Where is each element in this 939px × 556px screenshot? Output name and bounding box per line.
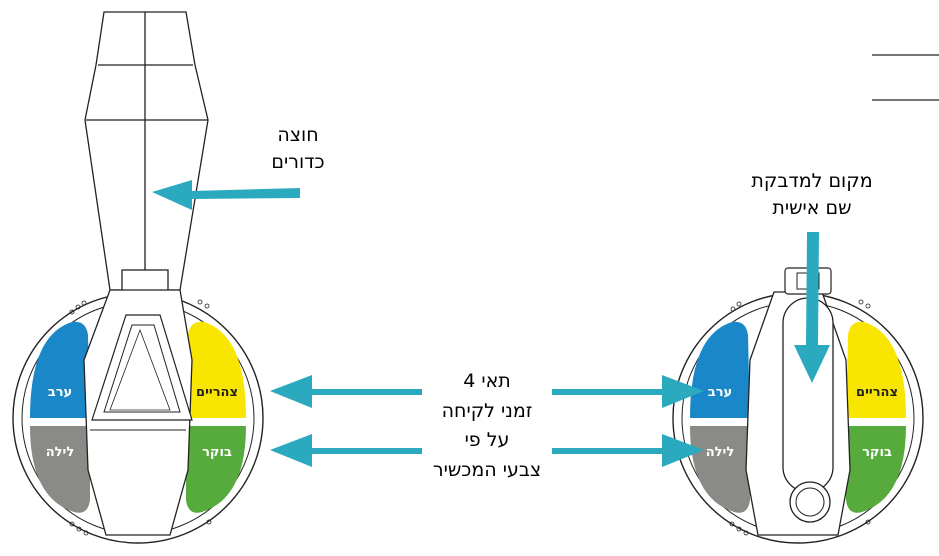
right-noon-label: צהריים xyxy=(856,385,898,400)
arrow-right-upper xyxy=(552,375,704,408)
right-night-compartment xyxy=(690,426,750,513)
right-morning-label: בוקר xyxy=(862,445,892,460)
right-morning-compartment xyxy=(846,426,906,513)
sticker-label-line-1: מקום למדבקת xyxy=(751,170,872,192)
arrow-to-splitter xyxy=(152,180,300,210)
compartments-label-line-1: 4 תאי xyxy=(463,370,511,392)
left-noon-label: צהריים xyxy=(196,385,238,400)
compartments-label-line-2: זמני לקיחה xyxy=(442,400,533,422)
right-noon-compartment xyxy=(846,321,906,418)
pill-splitter-attachment xyxy=(84,11,209,295)
left-morning-compartment xyxy=(186,426,246,513)
arrow-left-lower xyxy=(270,434,422,467)
splitter-label-line-2: כדורים xyxy=(271,151,324,173)
left-evening-compartment xyxy=(30,321,90,418)
splitter-callout: חוצה כדורים xyxy=(271,124,324,173)
compartments-label-line-3: על פי xyxy=(465,429,510,451)
left-night-label: לילה xyxy=(46,445,75,460)
right-device: ערב לילה צהריים בוקר xyxy=(672,267,924,544)
left-morning-label: בוקר xyxy=(202,445,232,460)
right-evening-label: ערב xyxy=(708,385,732,400)
arrow-to-sticker xyxy=(794,232,830,383)
right-night-label: לילה xyxy=(706,445,735,460)
left-noon-compartment xyxy=(186,321,246,418)
compartments-label-line-4: צבעי המכשיר xyxy=(433,459,541,481)
left-dispenser-body: ערב לילה צהריים בוקר xyxy=(12,289,264,544)
left-night-compartment xyxy=(30,426,90,513)
arrow-right-lower xyxy=(552,434,704,467)
compartments-callout: 4 תאי זמני לקיחה על פי צבעי המכשיר xyxy=(433,370,541,481)
left-device: ערב לילה צהריים בוקר xyxy=(12,11,264,544)
arrow-left-upper xyxy=(270,375,422,408)
splitter-label-line-1: חוצה xyxy=(277,124,318,146)
sticker-label-line-2: שם אישית xyxy=(772,197,851,219)
left-evening-label: ערב xyxy=(48,385,72,400)
right-evening-compartment xyxy=(690,321,750,418)
sticker-callout: מקום למדבקת שם אישית xyxy=(751,170,872,219)
